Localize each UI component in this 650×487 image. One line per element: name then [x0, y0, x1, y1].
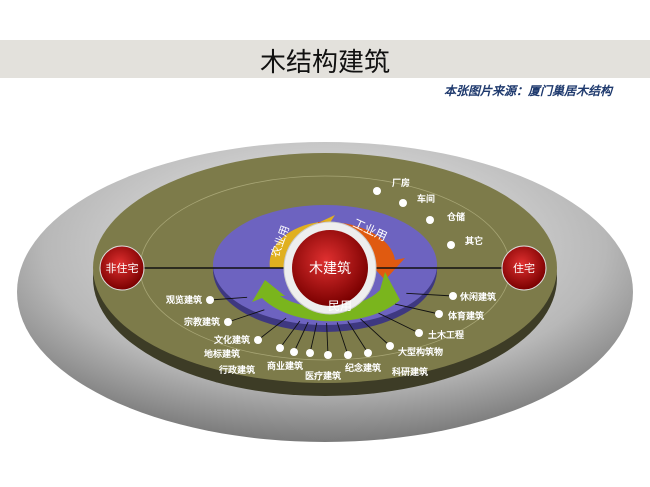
civil-item-dot	[276, 344, 284, 352]
civil-item-label: 纪念建筑	[345, 362, 381, 374]
civil-item-label: 医疗建筑	[305, 370, 341, 382]
civil-item-leader	[279, 320, 301, 349]
non-residential-label: 非住宅	[106, 261, 139, 275]
industrial-item-dot	[399, 199, 407, 207]
civil-item-label: 观览建筑	[166, 294, 202, 306]
civil-item-label: 宗教建筑	[184, 316, 220, 328]
civil-item-label: 大型构筑物	[398, 346, 443, 358]
civil-item-label: 土木工程	[428, 329, 464, 341]
civil-item-leader	[394, 303, 440, 315]
civil-item-leader	[309, 322, 318, 354]
civil-arrow	[252, 272, 400, 322]
civil-item-dot	[254, 336, 262, 344]
civil-item-leader	[293, 321, 309, 353]
civil-item-label: 地标建筑	[204, 348, 240, 360]
civil-item-leader	[209, 296, 248, 301]
civil-item-leader	[378, 312, 420, 334]
image-source: 本张图片来源：厦门巢居木结构	[443, 84, 612, 98]
civil-item-dot	[435, 310, 443, 318]
center-circle	[292, 230, 368, 306]
civil-item-leader	[360, 318, 391, 347]
non-residential-badge	[99, 245, 145, 291]
center-label: 木建筑	[309, 261, 351, 277]
civil-item-label: 科研建筑	[392, 366, 428, 378]
civil-item-leader	[227, 309, 265, 323]
industrial-item-dot	[426, 216, 434, 224]
civil-label: 民用	[328, 299, 352, 313]
civil-item-label: 文化建筑	[213, 334, 250, 346]
industrial-item-label: 其它	[465, 235, 483, 247]
civil-item-dot	[206, 296, 214, 304]
residential-badge	[501, 245, 547, 291]
civil-item-label: 体育建筑	[448, 310, 484, 322]
civil-item-label: 行政建筑	[218, 364, 255, 376]
civil-item-dot	[224, 318, 232, 326]
industrial-item-label: 仓储	[446, 211, 465, 223]
industrial-item-label: 厂房	[392, 177, 410, 189]
civil-item-dot	[415, 329, 423, 337]
civil-item-dot	[344, 351, 352, 359]
civil-item-leader	[406, 292, 454, 297]
page-title: 木结构建筑	[259, 48, 390, 78]
residential-label: 住宅	[513, 261, 535, 275]
civil-item-label: 休闲建筑	[459, 291, 496, 303]
industrial-item-dot	[373, 187, 381, 195]
civil-item-dot	[290, 348, 298, 356]
industrial-item-label: 车间	[417, 193, 435, 205]
header-band	[0, 40, 650, 78]
civil-item-dot	[449, 292, 457, 300]
civil-item-label: 商业建筑	[267, 360, 303, 372]
civil-item-dot	[386, 342, 394, 350]
civil-item-leader	[257, 317, 287, 341]
civil-item-dot	[306, 349, 314, 357]
civil-item-dot	[324, 351, 332, 359]
civil-item-leader	[336, 322, 349, 356]
civil-item-dot	[364, 349, 372, 357]
civil-item-leader	[326, 322, 329, 356]
industrial-item-dot	[447, 241, 455, 249]
civil-item-leader	[347, 321, 369, 354]
